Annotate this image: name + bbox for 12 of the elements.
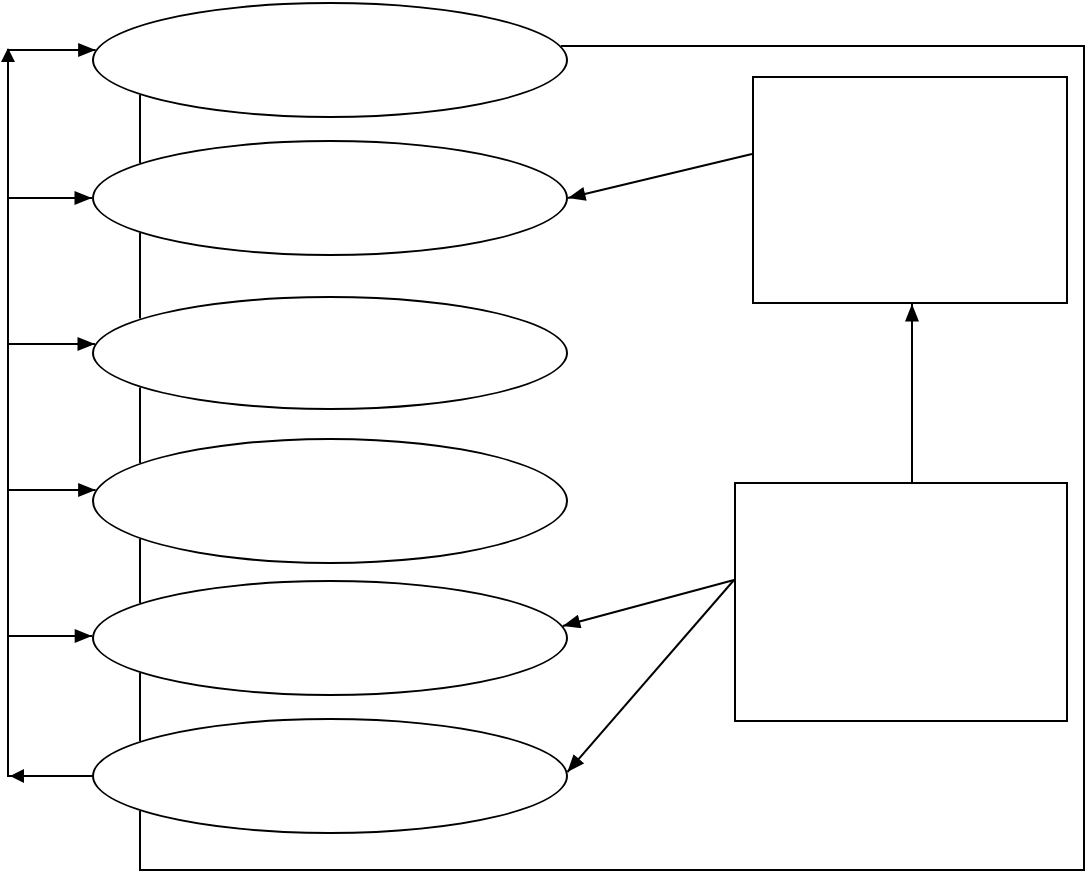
arrow (905, 303, 919, 483)
arrow (561, 579, 735, 629)
connector-line (139, 538, 141, 604)
arrow (567, 153, 753, 201)
connector-line (139, 94, 141, 164)
arrow (566, 579, 735, 773)
empty-rectangle (752, 76, 1068, 304)
empty-rectangle (734, 482, 1068, 722)
connector-line (139, 232, 141, 320)
connector-line (139, 672, 141, 742)
connector-line (139, 45, 1085, 871)
connector-line (139, 386, 141, 464)
